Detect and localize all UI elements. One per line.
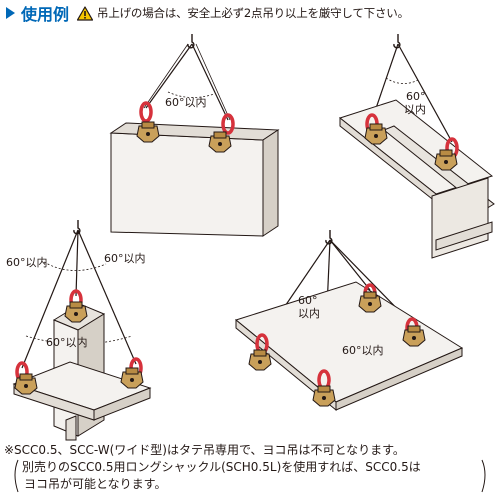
angle-degree-label: 60° bbox=[406, 90, 426, 103]
clamp-icon bbox=[64, 301, 88, 323]
note-line-1: ※SCC0.5、SCC-W(ワイド型)はタテ吊専用で、ヨコ吊は不可となります。 bbox=[4, 443, 405, 457]
angle-text-label: 以内 bbox=[298, 306, 320, 320]
angle-label-left: 60°以内 bbox=[6, 255, 48, 269]
angle-label: 60°以内 bbox=[165, 95, 207, 109]
warning-icon bbox=[77, 5, 94, 21]
header: 使用例 吊上げの場合は、安全上必ず2点吊り以上を厳守して下さい。 bbox=[6, 2, 496, 24]
section-title: 使用例 bbox=[21, 5, 70, 24]
illustration-horizontal-plate: 60° 以内 60°以内 bbox=[234, 229, 464, 412]
note-bracket-right bbox=[481, 459, 486, 493]
angle-label-bottom: 60°以内 bbox=[46, 335, 88, 349]
angle-label-bottom: 60°以内 bbox=[342, 343, 384, 357]
note-line-3: ヨコ吊が可能となります。 bbox=[24, 477, 167, 491]
section-triangle-icon bbox=[6, 7, 15, 19]
angle-text-label: 以内 bbox=[404, 102, 426, 116]
note-bracket-left bbox=[14, 459, 19, 493]
angle-label-right: 60°以内 bbox=[104, 251, 146, 265]
note-line-2: 別売りのSCC0.5用ロングシャックル(SCH0.5L)を使用すれば、SCC0.… bbox=[22, 460, 421, 474]
illustration-angle-structure: 60°以内 60°以内 60°以内 bbox=[6, 219, 152, 441]
angle-degree-label: 60° bbox=[298, 294, 318, 307]
illustration-i-beam: 60° 以内 bbox=[338, 33, 495, 259]
illustration-vertical-plate: 60°以内 bbox=[109, 33, 280, 237]
warning-text: 吊上げの場合は、安全上必ず2点吊り以上を厳守して下さい。 bbox=[97, 6, 409, 20]
